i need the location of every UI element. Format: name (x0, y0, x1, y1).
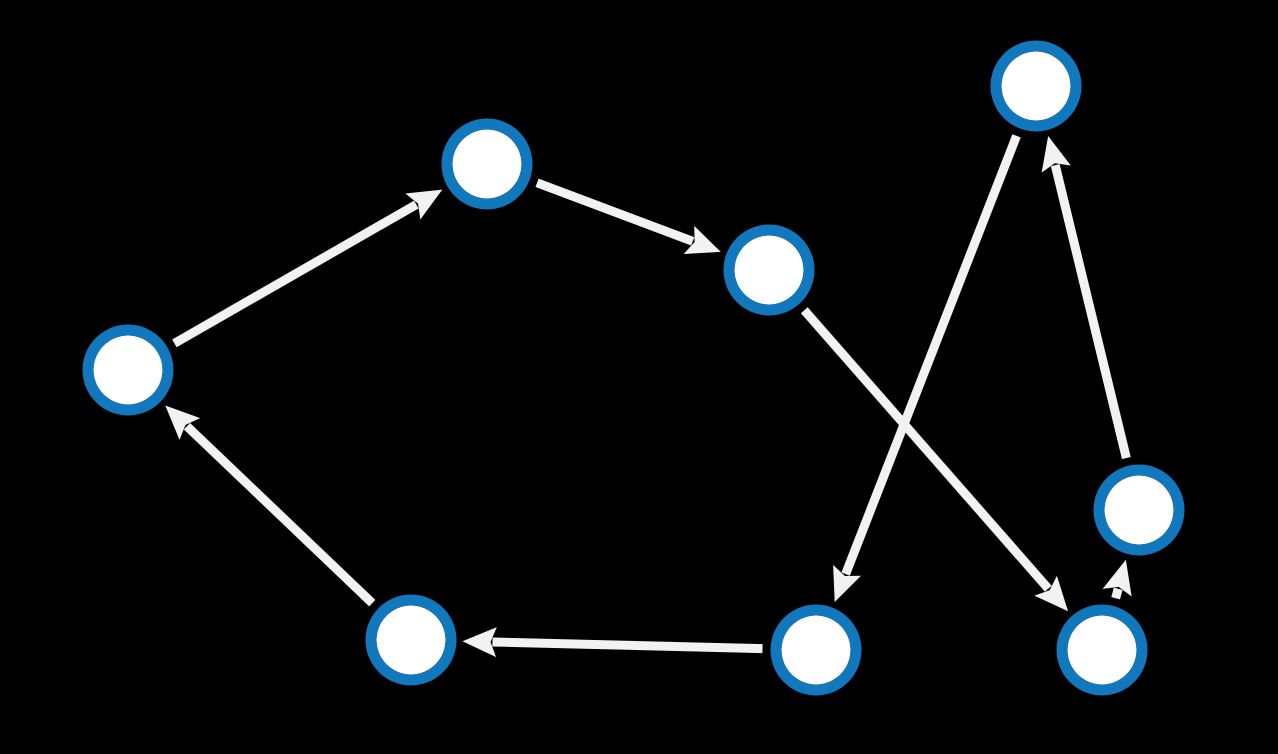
node-ring (990, 40, 1082, 132)
graph-edge[interactable] (800, 307, 1069, 612)
edge-arrowhead (462, 627, 497, 658)
edge-arrowhead (1041, 136, 1071, 173)
node-fill (734, 235, 804, 305)
graph-node[interactable] (82, 324, 174, 416)
node-ring (82, 324, 174, 416)
node-fill (93, 335, 163, 405)
edge-line (1111, 587, 1123, 600)
edge-line (1050, 164, 1131, 460)
edge-line (535, 178, 695, 246)
node-layer (82, 40, 1185, 696)
edge-arrowhead (405, 189, 443, 220)
graph-node[interactable] (1093, 464, 1185, 556)
graph-node[interactable] (441, 118, 533, 210)
node-ring (770, 604, 862, 696)
edge-line (183, 423, 376, 607)
edge-arrowhead (165, 405, 201, 440)
edge-line (172, 200, 419, 348)
edge-arrowhead (1034, 575, 1069, 612)
graph-node[interactable] (365, 594, 457, 686)
node-fill (1104, 475, 1174, 545)
node-ring (1056, 604, 1148, 696)
edge-arrowhead (833, 564, 862, 603)
graph-edge[interactable] (172, 189, 443, 348)
node-ring (441, 118, 533, 210)
graph-node[interactable] (770, 604, 862, 696)
node-fill (1067, 615, 1137, 685)
graph-edge[interactable] (1041, 136, 1131, 460)
node-fill (376, 605, 446, 675)
node-fill (781, 615, 851, 685)
graph-node[interactable] (723, 224, 815, 316)
graph-node[interactable] (1056, 604, 1148, 696)
edge-line (800, 307, 1052, 592)
edge-layer (165, 134, 1132, 658)
graph-edge[interactable] (462, 627, 763, 658)
graph-edge[interactable] (833, 134, 1021, 603)
node-ring (365, 594, 457, 686)
edge-line (492, 637, 763, 654)
node-fill (1001, 51, 1071, 121)
node-ring (1093, 464, 1185, 556)
graph-node[interactable] (990, 40, 1082, 132)
edge-arrowhead (683, 225, 721, 254)
node-fill (452, 129, 522, 199)
edge-line (841, 134, 1021, 576)
edge-arrowhead (1102, 559, 1132, 597)
graph-edge[interactable] (1102, 559, 1132, 600)
node-ring (723, 224, 815, 316)
graph-edge[interactable] (165, 405, 376, 607)
graph-edge[interactable] (535, 178, 721, 254)
